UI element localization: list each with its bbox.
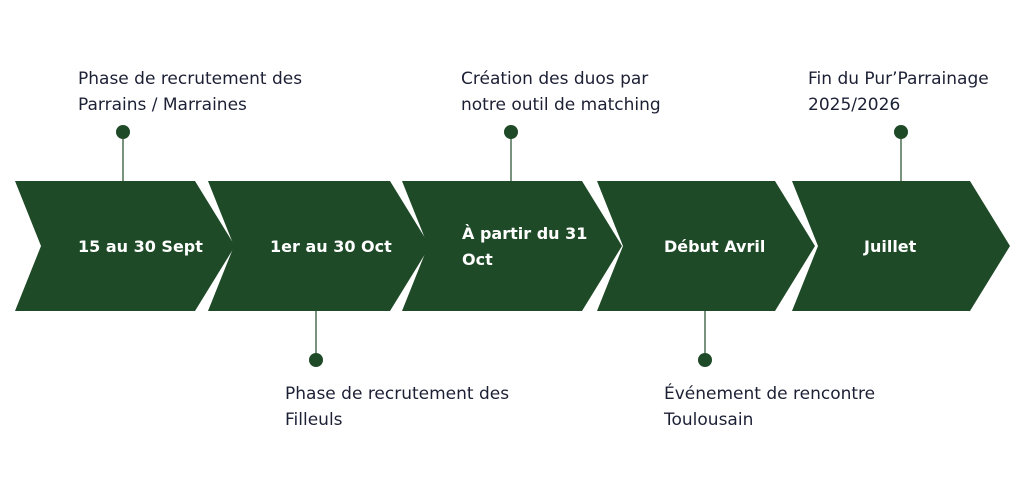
step-description-4-line-1: Événement de rencontre <box>664 384 876 404</box>
connector-dot-3 <box>504 125 518 139</box>
chevron-step-3 <box>402 181 622 311</box>
step-description-2-line-1: Phase de recrutement des <box>285 384 510 404</box>
step-label-3-line-2: Oct <box>462 250 493 269</box>
step-description-4-line-2: Toulousain <box>664 410 754 430</box>
step-description-1-line-1: Phase de recrutement des <box>78 69 303 89</box>
step-description-1-line-2: Parrains / Marraines <box>78 95 247 115</box>
step-description-5-line-2: 2025/2026 <box>808 95 901 115</box>
step-description-3-line-2: notre outil de matching <box>461 95 661 115</box>
connector-dot-1 <box>116 125 130 139</box>
step-description-5-line-1: Fin du Pur’Parrainage <box>808 69 989 89</box>
step-description-5: Fin du Pur’Parrainage 2025/2026 <box>808 66 989 118</box>
connector-dot-4 <box>698 353 712 367</box>
step-description-2-line-2: Filleuls <box>285 410 343 430</box>
step-description-3-line-1: Création des duos par <box>461 69 649 89</box>
chevron-step-1 <box>15 181 235 311</box>
connector-dot-5 <box>894 125 908 139</box>
step-label-4-line-1: Début Avril <box>664 237 765 256</box>
chevron-step-2 <box>208 181 430 311</box>
step-description-3: Création des duos par notre outil de matc… <box>461 66 661 118</box>
step-label-5-line-1: Juillet <box>863 237 917 256</box>
step-label-1-line-1: 15 au 30 Sept <box>78 237 203 256</box>
chevron-step-5 <box>792 181 1010 311</box>
connector-dot-2 <box>309 353 323 367</box>
chevron-step-4 <box>597 181 815 311</box>
step-label-3-line-1: À partir du 31 <box>462 224 587 243</box>
step-label-2-line-1: 1er au 30 Oct <box>270 237 392 256</box>
